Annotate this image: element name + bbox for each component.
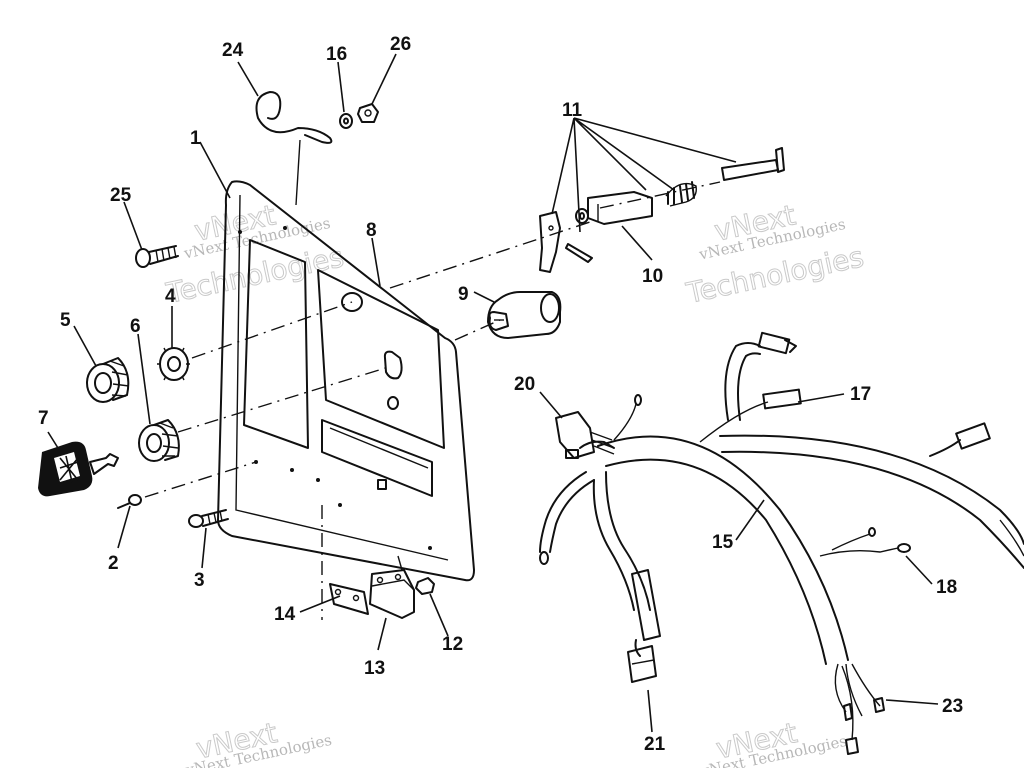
assembly-lines bbox=[144, 181, 721, 620]
long-bolt-part bbox=[188, 509, 229, 528]
dash-panel bbox=[217, 180, 475, 582]
small-screw-part bbox=[117, 494, 142, 509]
choke-body-part bbox=[575, 191, 653, 225]
ignition-nut-part bbox=[138, 419, 180, 462]
wire-clip-part bbox=[255, 91, 333, 206]
callout-5: 5 bbox=[60, 310, 71, 331]
watermark-bottom-left: vNext Technologies vNext bbox=[183, 716, 333, 768]
wiring-harness bbox=[539, 331, 1024, 755]
washer-part bbox=[339, 113, 353, 129]
backing-plate-part bbox=[329, 555, 403, 615]
callout-2: 2 bbox=[108, 553, 119, 574]
callout-20: 20 bbox=[514, 374, 535, 395]
nut-part bbox=[357, 103, 379, 123]
callout-15: 15 bbox=[712, 532, 734, 553]
mounting-bracket-part bbox=[369, 569, 415, 619]
callout-1: 1 bbox=[190, 128, 201, 149]
callout-13: 13 bbox=[364, 658, 385, 679]
ignition-key-part bbox=[38, 441, 119, 497]
choke-lever-part bbox=[539, 211, 593, 273]
callout-9: 9 bbox=[458, 284, 469, 305]
callout-10: 10 bbox=[642, 266, 663, 287]
spring-part bbox=[665, 181, 697, 207]
choke-rod-part bbox=[721, 147, 785, 181]
leader-lines bbox=[47, 53, 939, 733]
callout-16: 16 bbox=[326, 44, 347, 65]
callout-7: 7 bbox=[38, 408, 49, 429]
screw-part bbox=[135, 245, 179, 268]
callout-labels: 1 2 3 4 5 6 7 8 9 10 11 12 13 14 15 16 1… bbox=[38, 34, 963, 755]
knurled-nut-part bbox=[86, 357, 130, 403]
callout-11: 11 bbox=[562, 100, 583, 121]
callout-4: 4 bbox=[165, 286, 176, 307]
callout-14: 14 bbox=[274, 604, 296, 625]
callout-26: 26 bbox=[390, 34, 411, 55]
callout-18: 18 bbox=[936, 577, 957, 598]
callout-25: 25 bbox=[110, 185, 132, 206]
callout-23: 23 bbox=[942, 696, 963, 717]
watermark-top-right: vNext Technologies vNext Technologies bbox=[682, 198, 867, 311]
bracket-nut-part bbox=[415, 577, 435, 595]
callout-6: 6 bbox=[130, 316, 141, 337]
callout-12: 12 bbox=[442, 634, 463, 655]
toggle-switch-part bbox=[487, 291, 562, 339]
callout-17: 17 bbox=[850, 384, 871, 405]
callout-8: 8 bbox=[366, 220, 377, 241]
lock-washer-part bbox=[157, 347, 190, 381]
callout-24: 24 bbox=[222, 40, 244, 61]
callout-21: 21 bbox=[644, 734, 666, 755]
watermark-bottom-right: vNext Technologies vNext bbox=[698, 716, 848, 768]
callout-3: 3 bbox=[194, 570, 205, 591]
